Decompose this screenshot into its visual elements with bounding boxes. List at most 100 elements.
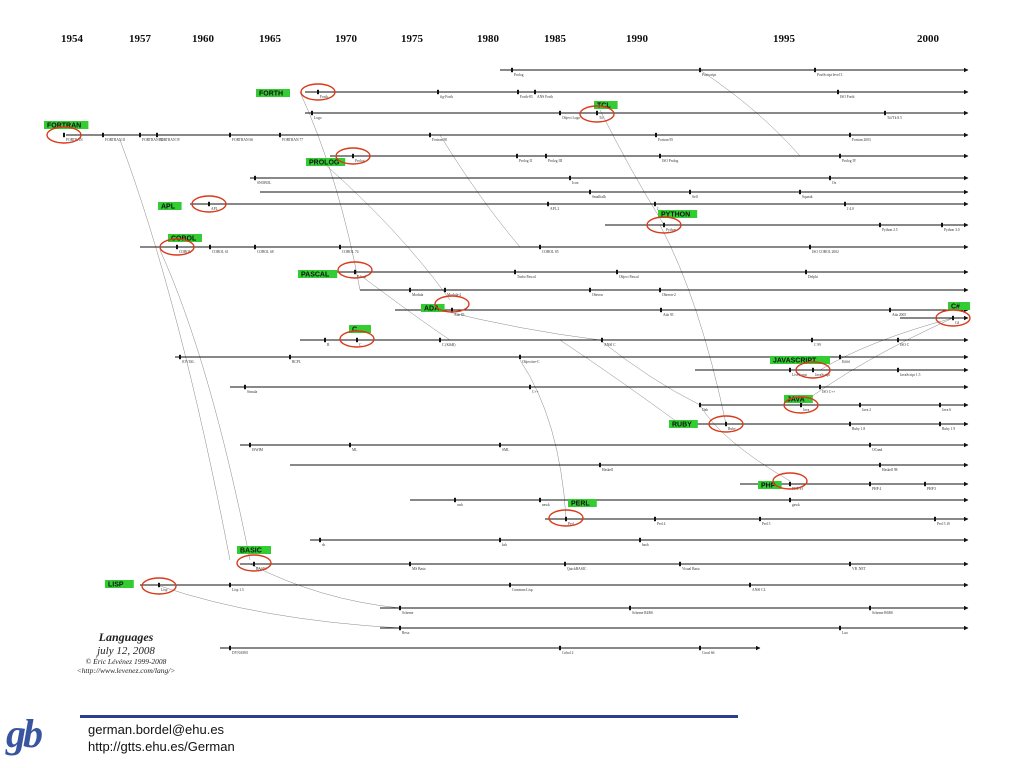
lane-perl-node-2 bbox=[759, 516, 761, 522]
year-1980: 1980 bbox=[477, 33, 500, 45]
row-10-node-2 bbox=[869, 605, 871, 611]
label-ada-box bbox=[421, 304, 445, 312]
lane-prolog-node-3 bbox=[659, 153, 661, 159]
row-7-node-0 bbox=[599, 462, 601, 468]
lane-ada-node-label-0: Ada 83 bbox=[454, 313, 465, 317]
label-ruby: RUBY bbox=[672, 421, 692, 428]
row-3-node-label-1: Modula-2 bbox=[447, 293, 461, 297]
highlight-ring-basic bbox=[236, 554, 272, 572]
footer-url[interactable]: http://gtts.ehu.es/German bbox=[88, 739, 235, 754]
lane-apl-node-label-0: APL bbox=[211, 207, 218, 211]
lane-apl-node-label-1: APL 2 bbox=[550, 207, 560, 211]
row-1-node-1 bbox=[569, 175, 571, 181]
lane-php-node-2 bbox=[924, 481, 926, 487]
lane-c-node-label-5: ISO C bbox=[900, 343, 910, 347]
label-python-box bbox=[658, 210, 698, 218]
lane-tcl-node-label-0: Logo bbox=[314, 116, 322, 120]
label-php-box bbox=[758, 481, 782, 489]
label-apl: APL bbox=[161, 203, 176, 210]
row-2-node-1 bbox=[689, 189, 691, 195]
lane-prolog-node-label-2: Prolog III bbox=[548, 159, 563, 163]
lane-java-node-label-2: Java 2 bbox=[862, 408, 871, 412]
row-9-node-1 bbox=[499, 537, 501, 543]
row-8-node-label-0: awk bbox=[457, 503, 463, 507]
row-12-node-label-0: DYNAMO bbox=[232, 651, 249, 655]
derivation-curve-7 bbox=[559, 339, 681, 425]
lane-ruby-node-0 bbox=[725, 421, 727, 427]
lane-apl-node-2 bbox=[654, 201, 656, 207]
row-11-node-label-1: Lua bbox=[842, 631, 848, 635]
lane-python-node-2 bbox=[941, 222, 943, 228]
lane-apl-node-3 bbox=[844, 201, 846, 207]
footer-email[interactable]: german.bordel@ehu.es bbox=[88, 722, 225, 737]
row-4-node-label-0: JOVIAL bbox=[182, 360, 195, 364]
row-12-node-label-1: Cobol 2 bbox=[562, 651, 574, 655]
highlight-ring-javascript bbox=[795, 361, 831, 379]
row-2-node-label-0: Smalltalk bbox=[592, 195, 606, 199]
highlight-ring-apl bbox=[191, 195, 227, 213]
lane-perl-node-1 bbox=[654, 516, 656, 522]
year-1995: 1995 bbox=[773, 33, 796, 45]
label-php: PHP bbox=[761, 482, 776, 489]
lane-forth-node-label-1: fig-Forth bbox=[440, 95, 453, 99]
row-6-node-label-0: ISWIM bbox=[252, 448, 264, 452]
row-0-node-label-1: Postscript bbox=[702, 73, 716, 77]
highlight-ring-forth bbox=[300, 83, 336, 101]
lane-fortran-node-2 bbox=[139, 132, 141, 138]
lane-fortran-node-7 bbox=[655, 132, 657, 138]
label-cobol: COBOL bbox=[171, 235, 197, 242]
lane-javascript-node-label-2: JavaScript 1.5 bbox=[900, 373, 921, 377]
row-6-node-1 bbox=[349, 442, 351, 448]
highlight-ring-pascal bbox=[337, 261, 373, 279]
row-8-node-2 bbox=[789, 497, 791, 503]
lane-lisp-node-label-0: Lisp bbox=[161, 588, 168, 592]
year-1960: 1960 bbox=[192, 33, 215, 45]
lane-apl-node-1 bbox=[547, 201, 549, 207]
row-6-node-label-1: ML bbox=[352, 448, 357, 452]
label-basic: BASIC bbox=[240, 547, 262, 554]
row-8-node-0 bbox=[454, 497, 456, 503]
lane-forth-node-4 bbox=[837, 89, 839, 95]
lane-lisp-node-label-2: Common Lisp bbox=[512, 588, 533, 592]
row-8-node-label-1: nawk bbox=[542, 503, 550, 507]
lane-prolog-node-1 bbox=[516, 153, 518, 159]
label-c: C bbox=[352, 326, 357, 333]
year-1954: 1954 bbox=[61, 33, 84, 45]
lane-prolog-node-0 bbox=[352, 153, 354, 159]
row-7-node-label-0: Haskell bbox=[602, 468, 613, 472]
row-10-node-0 bbox=[399, 605, 401, 611]
row-10-node-label-1: Scheme R4RS bbox=[632, 611, 653, 615]
label-tcl: TCL bbox=[597, 102, 611, 109]
lane-pascal-node-3 bbox=[805, 269, 807, 275]
lane-fortran-node-label-1: FORTRAN II bbox=[105, 138, 126, 142]
lane-fortran-node-4 bbox=[229, 132, 231, 138]
row-6-node-2 bbox=[499, 442, 501, 448]
caption-url[interactable]: <http://www.levenez.com/lang/> bbox=[76, 666, 176, 675]
row-2-node-label-2: Squeak bbox=[802, 195, 813, 199]
row-3-node-label-3: Oberon-2 bbox=[662, 293, 676, 297]
year-1990: 1990 bbox=[626, 33, 649, 45]
language-labels: FORTHTCLFORTRANPROLOGAPLPYTHONCOBOLPASCA… bbox=[44, 83, 971, 595]
lane-basic-node-label-4: VB .NET bbox=[852, 567, 867, 571]
lane-perl-node-0 bbox=[565, 516, 567, 522]
lane-fortran-node-3 bbox=[156, 132, 158, 138]
highlight-ring-python bbox=[646, 216, 682, 234]
highlight-ring-csharp bbox=[935, 309, 971, 327]
derivation-curve-10 bbox=[659, 224, 727, 425]
lane-pascal-node-0 bbox=[354, 269, 356, 275]
row-0-node-label-2: PostScript level 3 bbox=[817, 73, 843, 77]
lane-apl-node-label-2: J bbox=[657, 207, 659, 211]
footer-divider bbox=[80, 715, 738, 718]
lane-cobol-node-3 bbox=[339, 244, 341, 250]
lane-perl-node-label-2: Perl 5 bbox=[762, 522, 771, 526]
row-2-node-2 bbox=[799, 189, 801, 195]
lane-basic-node-label-2: QuickBASIC bbox=[567, 567, 587, 571]
lane-python-node-label-0: Python bbox=[666, 228, 676, 232]
label-javascript-box bbox=[770, 356, 830, 364]
lane-javascript-node-1 bbox=[812, 367, 814, 373]
lane-fortran-node-label-7: Fortran 95 bbox=[658, 138, 673, 142]
gb-logo: gb bbox=[6, 711, 43, 756]
lane-fortran-node-label-4: FORTRAN 66 bbox=[232, 138, 253, 142]
lane-tcl-node-2 bbox=[596, 110, 598, 116]
lane-python-node-label-2: Python 3.0 bbox=[944, 228, 960, 232]
